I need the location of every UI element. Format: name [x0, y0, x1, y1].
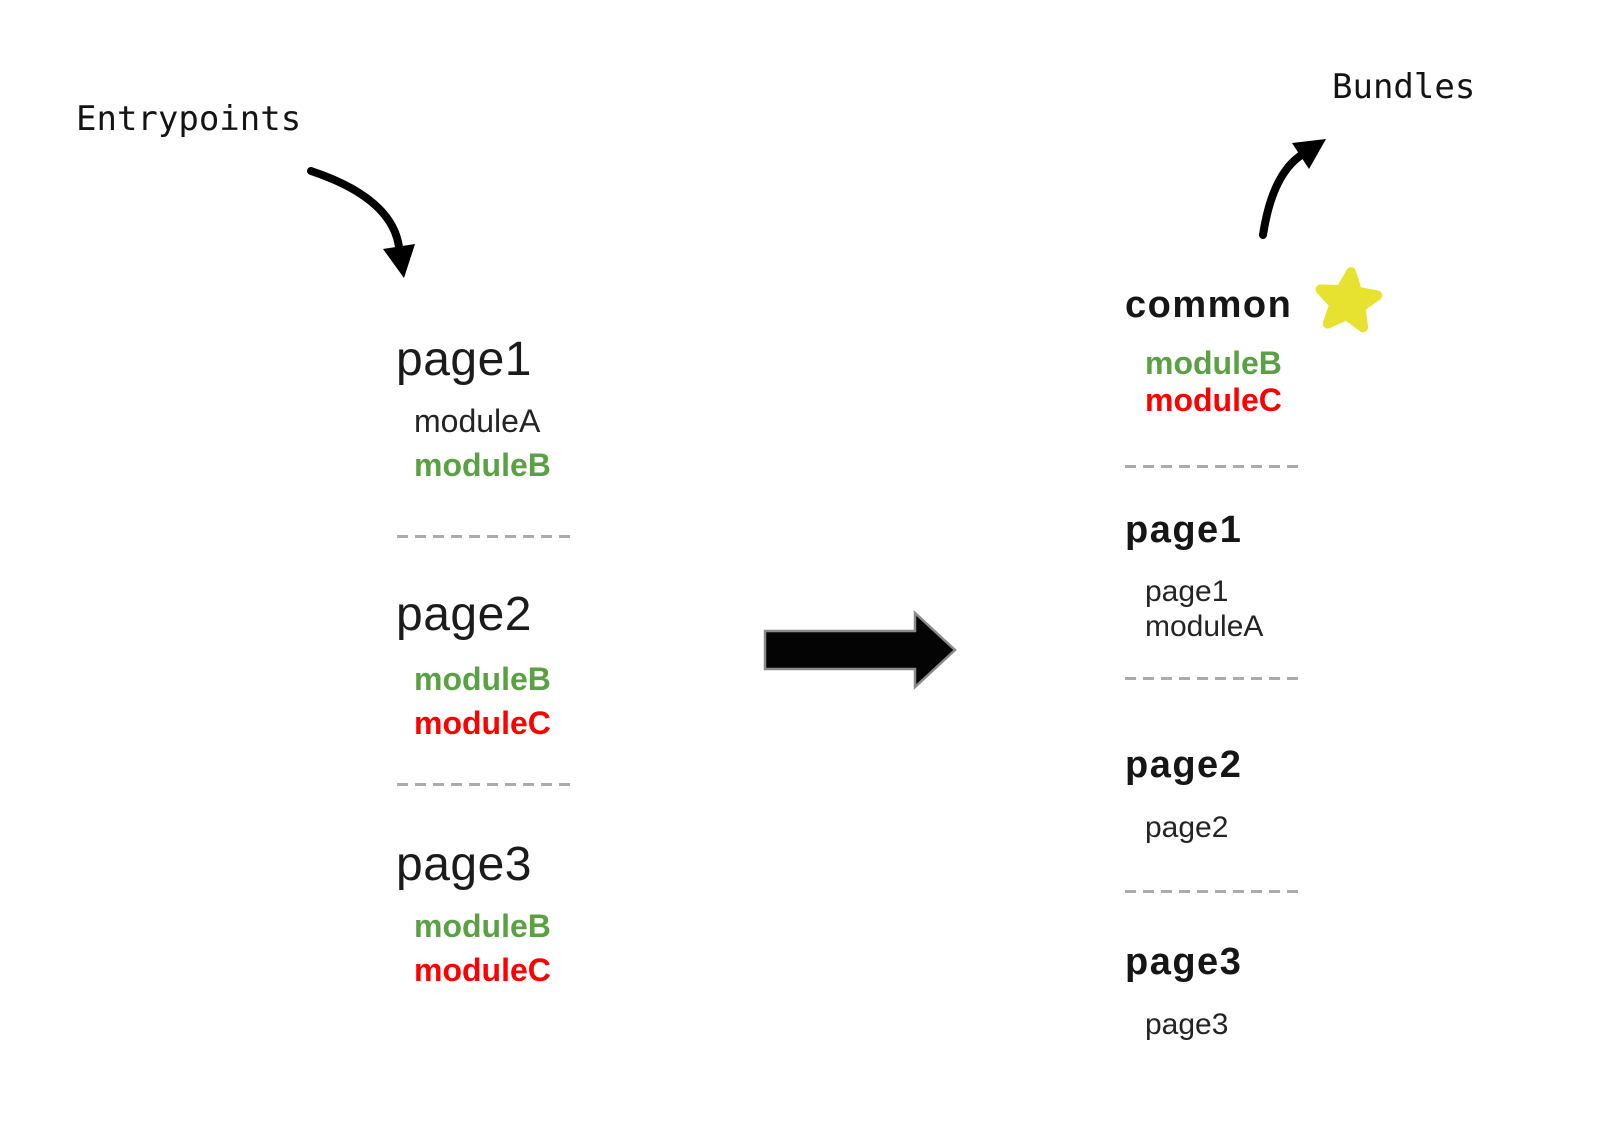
- entrypoint-module-list: moduleA moduleB: [414, 399, 551, 487]
- star-icon: [1315, 267, 1383, 333]
- module-entry: moduleB: [1145, 345, 1282, 381]
- entrypoint-group-title: page1: [396, 333, 532, 386]
- bundle-module-list: page2: [1145, 810, 1228, 845]
- separator-dashed-line: [397, 783, 577, 786]
- bundle-group-title: page1: [1125, 509, 1243, 551]
- bundle-group-title: common: [1125, 284, 1293, 326]
- module-entry: page3: [1145, 1008, 1229, 1041]
- curved-arrow-up-icon: [1259, 139, 1326, 239]
- entrypoint-group-title: page3: [396, 838, 532, 891]
- bundle-module-list: moduleB moduleC: [1145, 345, 1282, 419]
- bundle-module-list: page3: [1145, 1007, 1228, 1042]
- module-entry: page1: [1145, 575, 1229, 608]
- bundle-group-title: page3: [1125, 941, 1243, 983]
- curved-arrow-down-icon: [307, 167, 415, 278]
- module-entry: moduleA: [1145, 610, 1264, 643]
- module-entry: moduleC: [414, 705, 551, 741]
- module-entry: moduleC: [1145, 382, 1282, 418]
- entrypoint-group-title: page2: [396, 588, 532, 641]
- module-entry: moduleB: [414, 908, 551, 944]
- separator-dashed-line: [397, 535, 577, 538]
- bundle-module-list: page1 moduleA: [1145, 574, 1263, 644]
- entrypoints-label: Entrypoints: [76, 99, 302, 139]
- separator-dashed-line: [1125, 465, 1305, 468]
- separator-dashed-line: [1125, 890, 1305, 893]
- bundle-group-title: page2: [1125, 744, 1243, 786]
- module-entry: moduleC: [414, 952, 551, 988]
- separator-dashed-line: [1125, 677, 1305, 680]
- module-entry: moduleB: [414, 447, 551, 483]
- module-entry: moduleA: [414, 403, 541, 439]
- entrypoint-module-list: moduleB moduleC: [414, 657, 551, 745]
- module-entry: page2: [1145, 811, 1229, 844]
- right-block-arrow-icon: [763, 610, 957, 690]
- module-entry: moduleB: [414, 661, 551, 697]
- entrypoint-module-list: moduleB moduleC: [414, 904, 551, 992]
- bundles-label: Bundles: [1332, 67, 1476, 107]
